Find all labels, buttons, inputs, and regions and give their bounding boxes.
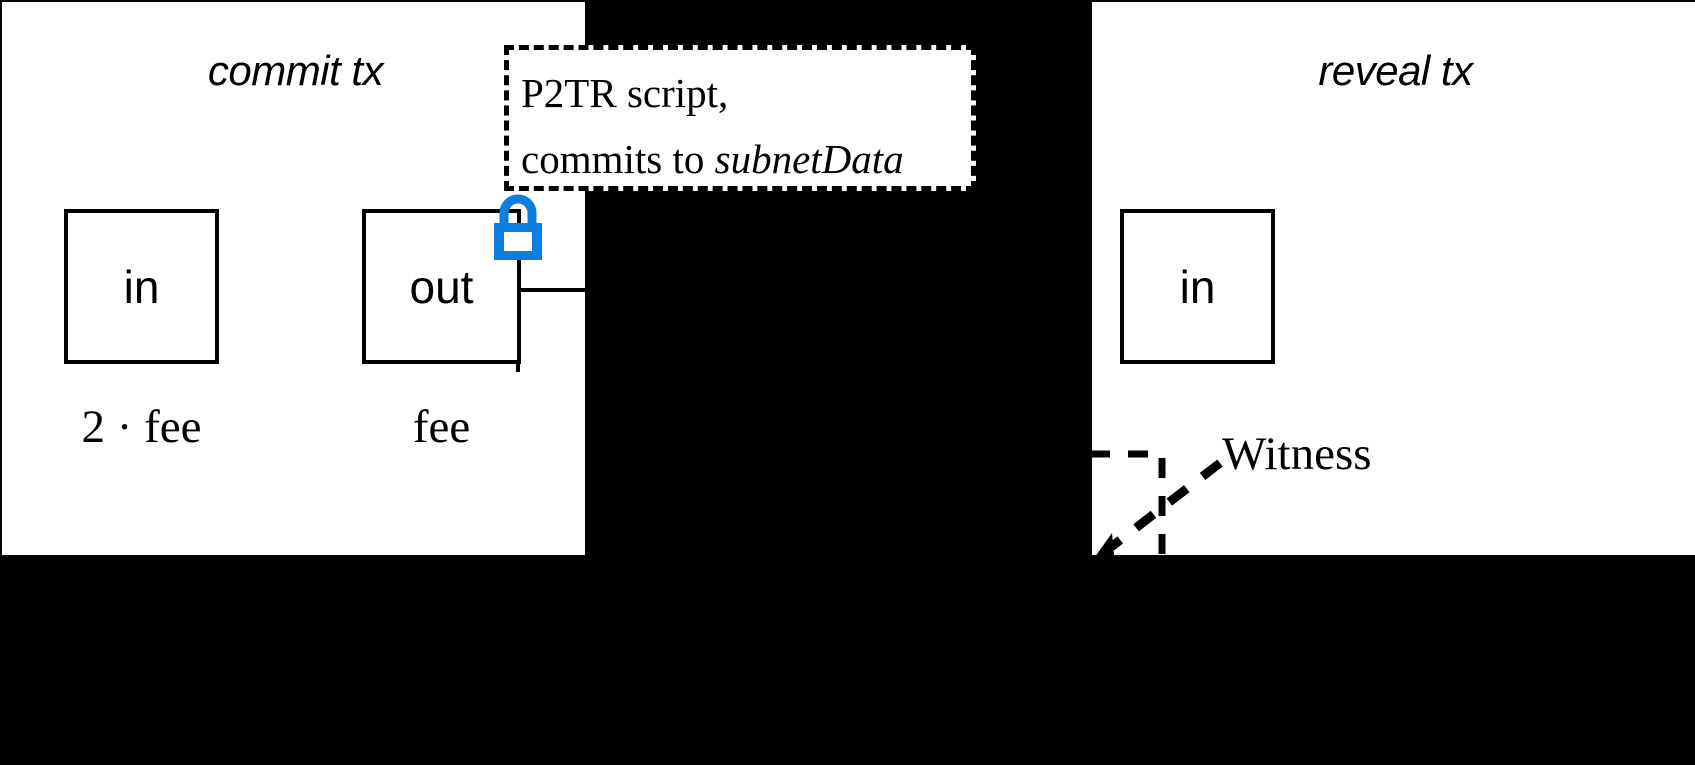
padlock-icon	[494, 194, 542, 260]
callout-line-1: P2TR script,	[521, 70, 729, 116]
commit-tx-title: commit tx	[207, 47, 384, 94]
commit-to-reveal-arrow-icon	[1034, 268, 1092, 310]
commit-output-amount: fee	[412, 401, 471, 453]
reveal-input-label: in	[1179, 260, 1216, 313]
commit-input-label: in	[123, 260, 160, 313]
reveal-tx-title: reveal tx	[1318, 47, 1473, 94]
commit-input-amount: 2 · fee	[81, 401, 202, 453]
commit-output-label: out	[409, 260, 474, 313]
commit-input-box[interactable]: in	[64, 209, 219, 364]
callout-line-2-emphasis: subnetData	[714, 136, 904, 183]
callout-line-2-prefix: commits to	[521, 136, 715, 183]
witness-pointer-arrow-icon	[1092, 459, 1223, 561]
output-connector-horizontal	[518, 288, 590, 292]
reveal-input-box[interactable]: in	[1120, 209, 1275, 364]
p2tr-script-callout: P2TR script, commits to subnetData	[504, 45, 976, 191]
witness-label: Witness	[1222, 428, 1372, 480]
commit-tx-panel: commit tx in 2 · fee out fee	[0, 0, 590, 557]
reveal-tx-panel: reveal tx in	[1090, 0, 1695, 557]
callout-line-2: commits to subnetData	[521, 126, 971, 192]
